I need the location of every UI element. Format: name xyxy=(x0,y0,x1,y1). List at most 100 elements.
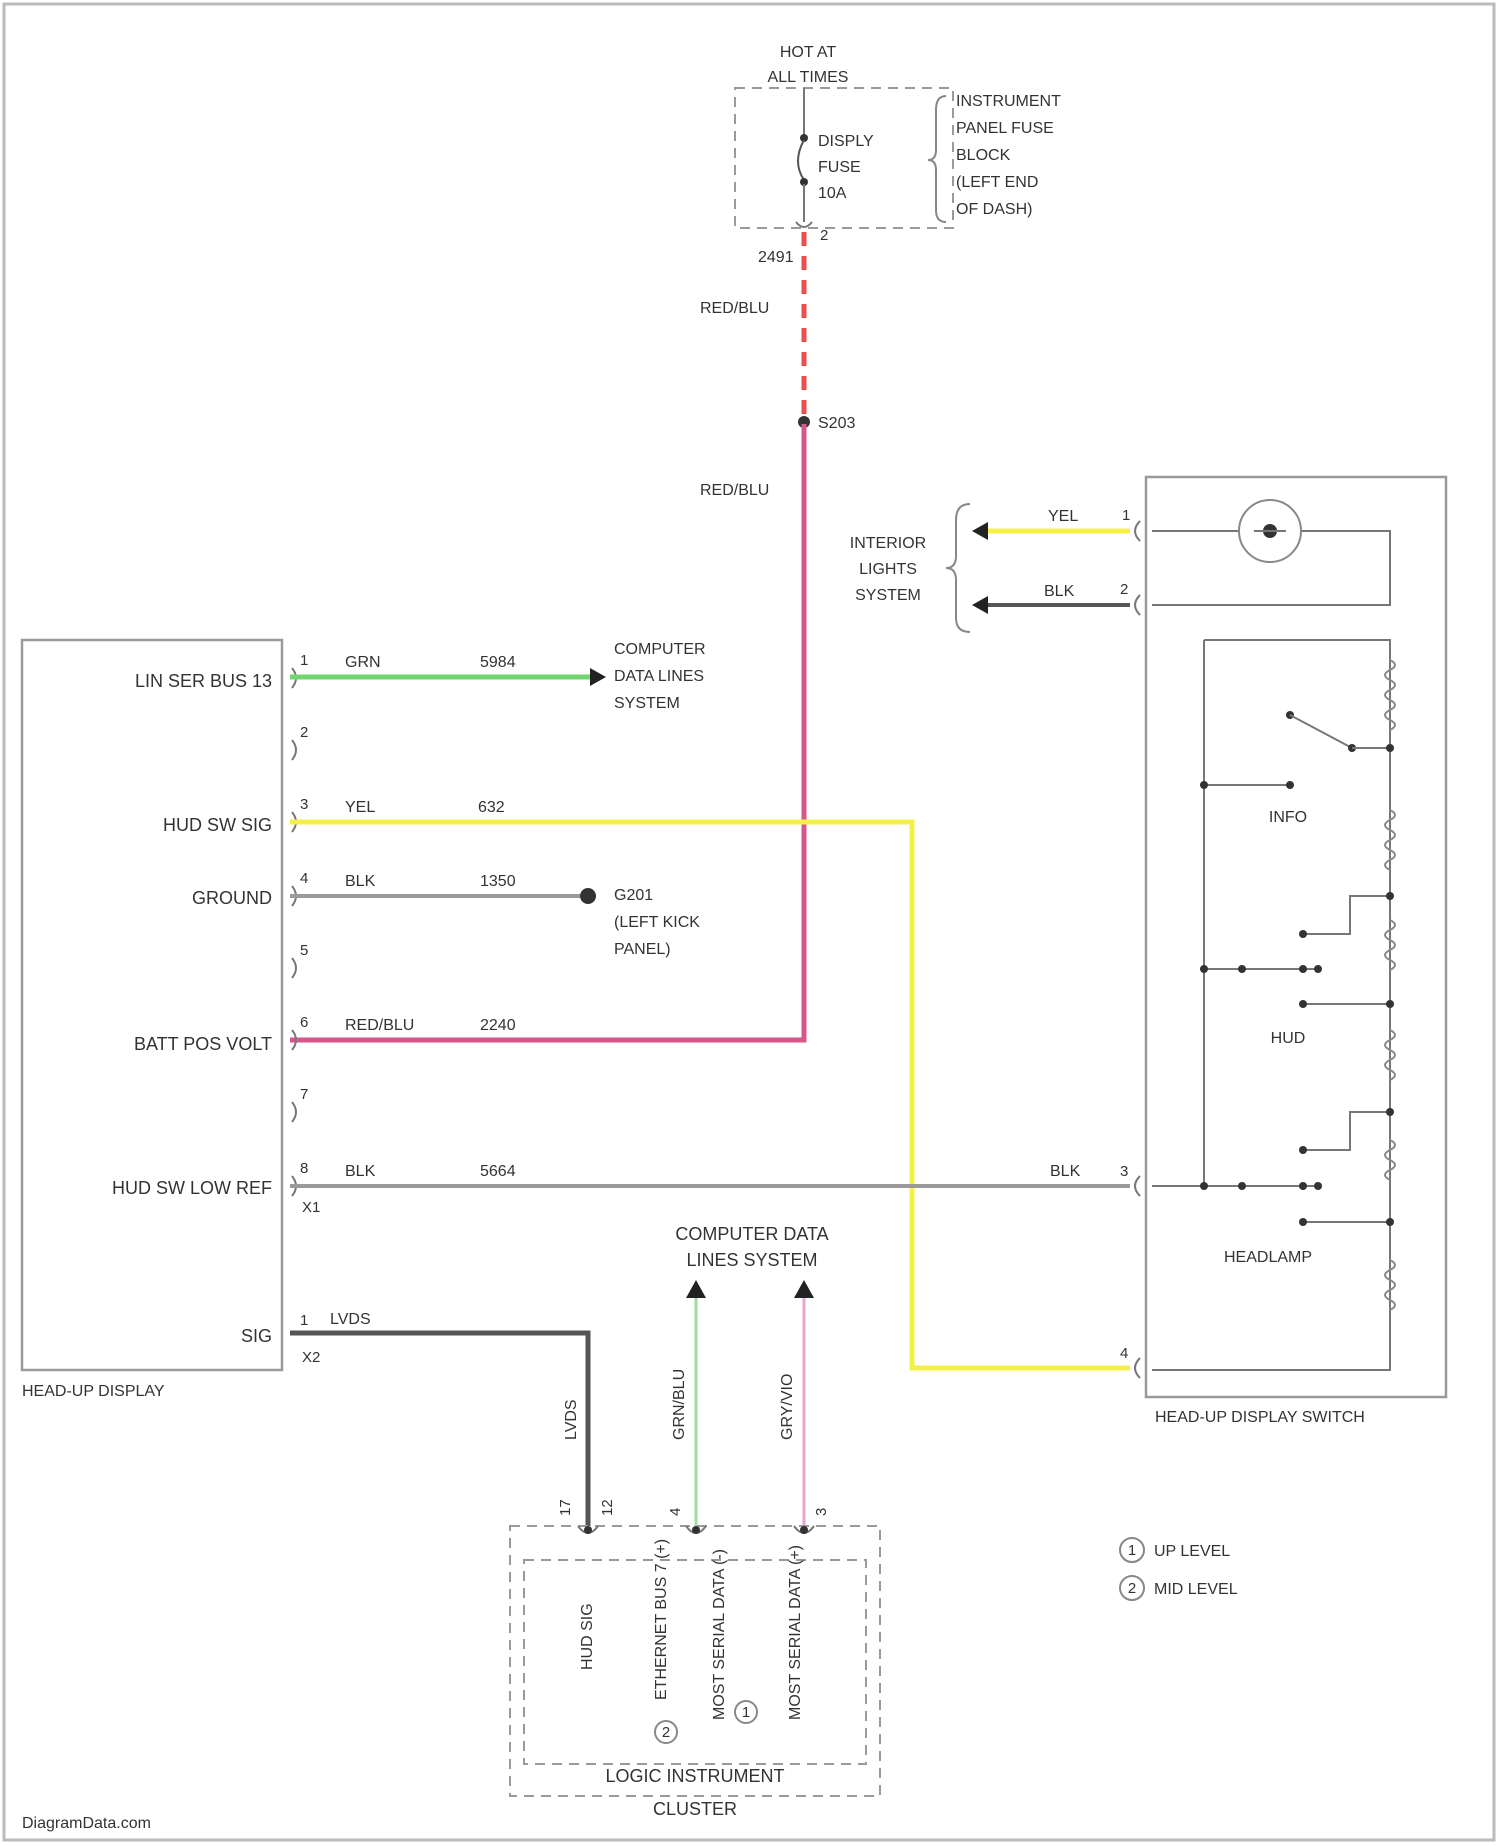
hud-sig-pin-num: 1 xyxy=(300,1312,308,1329)
fuse-pin-label: 2 xyxy=(820,227,828,244)
switch-pin3-terminal xyxy=(1135,1176,1140,1196)
switch-pin1-num: 1 xyxy=(1122,507,1130,524)
hud-sw-sig-color: YEL xyxy=(345,799,375,816)
hud-pin5-num: 5 xyxy=(300,942,308,959)
headlamp-switch-step xyxy=(1303,1112,1390,1150)
cluster-node-1 xyxy=(584,1526,592,1534)
hud-common-node xyxy=(1200,965,1208,973)
hud-switch-step xyxy=(1303,896,1390,934)
hud-pin3-num: 3 xyxy=(300,796,308,813)
hud-contact-a xyxy=(1299,965,1307,973)
hud-pin8-num: 8 xyxy=(300,1160,308,1177)
hud-contact-c xyxy=(1299,1000,1307,1008)
cluster-most-plus: MOST SERIAL DATA (+) xyxy=(787,1545,804,1720)
fuse-block-box xyxy=(735,88,953,228)
hud-section-label: HUD xyxy=(1271,1030,1306,1047)
head-up-display-module: HEAD-UP DISPLAY LIN SER BUS 13 HUD SW SI… xyxy=(22,640,320,1400)
computer-data-line2: DATA LINES xyxy=(614,668,704,685)
block-label-line4: (LEFT END xyxy=(956,174,1038,191)
cluster-data-lines-line2: LINES SYSTEM xyxy=(686,1250,817,1270)
ground-label-line2: (LEFT KICK xyxy=(614,914,700,931)
block-label-line5: OF DASH) xyxy=(956,201,1032,218)
hud-pin5-terminal xyxy=(292,958,296,978)
hud-mid-node xyxy=(1238,965,1246,973)
info-ladder-node xyxy=(1386,744,1394,752)
fuse-pin-terminal xyxy=(796,222,812,227)
batt-feed-wire xyxy=(290,424,804,1040)
hud-module-title: HEAD-UP DISPLAY xyxy=(22,1383,165,1400)
batt-circuit: 2240 xyxy=(480,1017,516,1034)
lin-bus-color: GRN xyxy=(345,654,381,671)
switch-pin4-terminal xyxy=(1135,1358,1140,1378)
cluster-title-line1: LOGIC INSTRUMENT xyxy=(605,1766,784,1786)
hud-contact-b xyxy=(1314,965,1322,973)
hud-pin2-num: 2 xyxy=(300,724,308,741)
info-common-node xyxy=(1200,781,1208,789)
hud-pin3-label: HUD SW SIG xyxy=(163,815,272,835)
wire-label-grn-blu: GRN/BLU xyxy=(671,1369,688,1440)
low-ref-color: BLK xyxy=(345,1163,376,1180)
interior-arrow-2 xyxy=(972,596,988,614)
cluster-level-badge-2-num: 2 xyxy=(662,1724,670,1741)
legend-badge-1-num: 1 xyxy=(1128,1542,1136,1559)
switch-pin1-terminal xyxy=(1135,521,1140,541)
hud-pin4-label: GROUND xyxy=(192,888,272,908)
computer-data-line1: COMPUTER xyxy=(614,641,706,658)
cluster-node-2 xyxy=(692,1526,700,1534)
headlamp-contact-c xyxy=(1299,1218,1307,1226)
feed-color-label-lower: RED/BLU xyxy=(700,482,769,499)
lamp-return xyxy=(1152,531,1390,605)
hud-pin1-num: 1 xyxy=(300,652,308,669)
hud-connector-x1: X1 xyxy=(302,1199,320,1216)
switch-pin2-num: 2 xyxy=(1120,581,1128,598)
splice-label: S203 xyxy=(818,415,855,432)
info-label: INFO xyxy=(1269,809,1307,826)
interior-arrow-1 xyxy=(972,522,988,540)
low-ref-circuit: 5664 xyxy=(480,1163,516,1180)
cluster-inner-box xyxy=(524,1560,866,1764)
hud-sig-color: LVDS xyxy=(330,1311,371,1328)
fuse-name-label: DISPLY xyxy=(818,133,874,150)
cluster-pin-17: 17 xyxy=(557,1499,574,1516)
switch-pin2-terminal xyxy=(1135,595,1140,615)
cluster-data-lines-line1: COMPUTER DATA xyxy=(675,1224,828,1244)
hud-pin7-num: 7 xyxy=(300,1086,308,1103)
data-arrow-right xyxy=(794,1280,814,1298)
headlamp-ladder-node-2 xyxy=(1386,1218,1394,1226)
fuse-block: HOT AT ALL TIMES DISPLY FUSE 10A INSTRUM… xyxy=(735,44,1061,244)
switch-pin3-color: BLK xyxy=(1050,1163,1081,1180)
block-label-line1: INSTRUMENT xyxy=(956,93,1061,110)
cluster-hud-sig: HUD SIG xyxy=(579,1603,596,1670)
legend-badge-2-num: 2 xyxy=(1128,1580,1136,1597)
ground-label-line1: G201 xyxy=(614,887,653,904)
ground-circuit: 1350 xyxy=(480,873,516,890)
interior-brace xyxy=(946,504,970,632)
batt-color: RED/BLU xyxy=(345,1017,414,1034)
hud-pin1-label: LIN SER BUS 13 xyxy=(135,671,272,691)
hud-pin7-terminal xyxy=(292,1102,296,1122)
hud-step-node xyxy=(1299,930,1307,938)
hud-pin6-label: BATT POS VOLT xyxy=(134,1034,272,1054)
headlamp-mid-node xyxy=(1238,1182,1246,1190)
cluster-pin-12: 12 xyxy=(599,1499,616,1516)
wire-label-lvds: LVDS xyxy=(563,1399,580,1440)
cluster-ethernet: ETHERNET BUS 7 (+) xyxy=(653,1539,670,1700)
diagram-frame xyxy=(4,4,1494,1840)
hud-sw-sig-wire xyxy=(290,822,1130,1368)
hud-sw-sig-circuit: 632 xyxy=(478,799,505,816)
switch-pin2-color: BLK xyxy=(1044,583,1075,600)
cluster-pin-4: 4 xyxy=(667,1508,684,1516)
feed-circuit-label: 2491 xyxy=(758,249,794,266)
block-label-line2: PANEL FUSE xyxy=(956,120,1054,137)
wire-label-gry-vio: GRY/VIO xyxy=(779,1374,796,1440)
cluster-title-line2: CLUSTER xyxy=(653,1799,737,1819)
all-times-label: ALL TIMES xyxy=(768,69,849,86)
ground-point xyxy=(580,888,596,904)
hud-connector-x2: X2 xyxy=(302,1349,320,1366)
cluster-most-minus: MOST SERIAL DATA (-) xyxy=(711,1549,728,1720)
level-legend: 1 UP LEVEL 2 MID LEVEL xyxy=(1120,1538,1238,1600)
headlamp-step-node xyxy=(1299,1146,1307,1154)
cluster-node-3 xyxy=(800,1526,808,1534)
fuse-block-brace xyxy=(928,96,946,222)
info-switch-blade xyxy=(1290,715,1352,748)
